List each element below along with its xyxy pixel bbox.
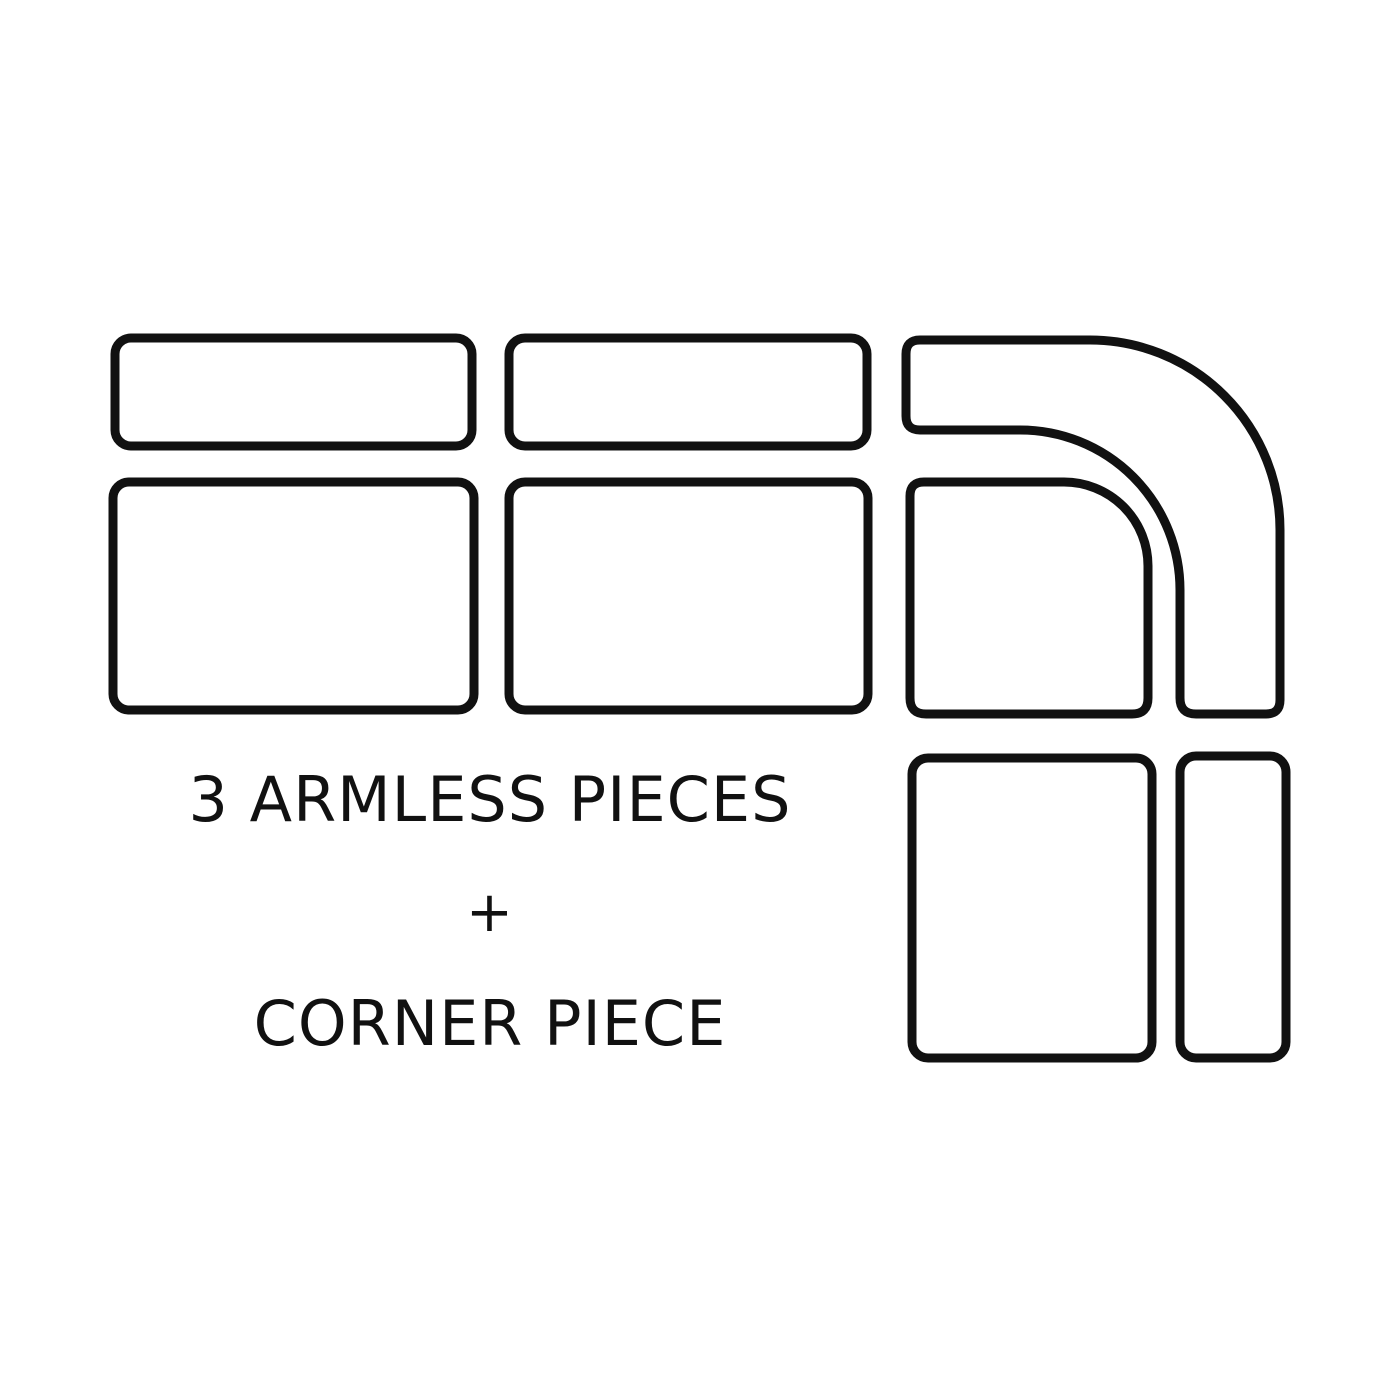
armless-piece-2 [504,333,873,715]
caption-corner-piece: CORNER PIECE [253,987,727,1060]
armless-piece-3 [907,751,1291,1063]
corner-piece [901,335,1285,719]
corner-back-cushion [901,335,1285,719]
corner-seat [905,477,1153,719]
caption-armless-pieces: 3 ARMLESS PIECES [188,763,792,836]
armless-2-seat [504,477,873,715]
armless-piece-1 [108,333,479,715]
armless-1-seat [108,477,479,715]
armless-3-seat [907,753,1157,1063]
armless-2-back-cushion [504,333,872,451]
caption-plus-sign: + [466,880,514,945]
armless-3-back-cushion [1175,751,1291,1063]
armless-1-back-cushion [110,333,477,451]
